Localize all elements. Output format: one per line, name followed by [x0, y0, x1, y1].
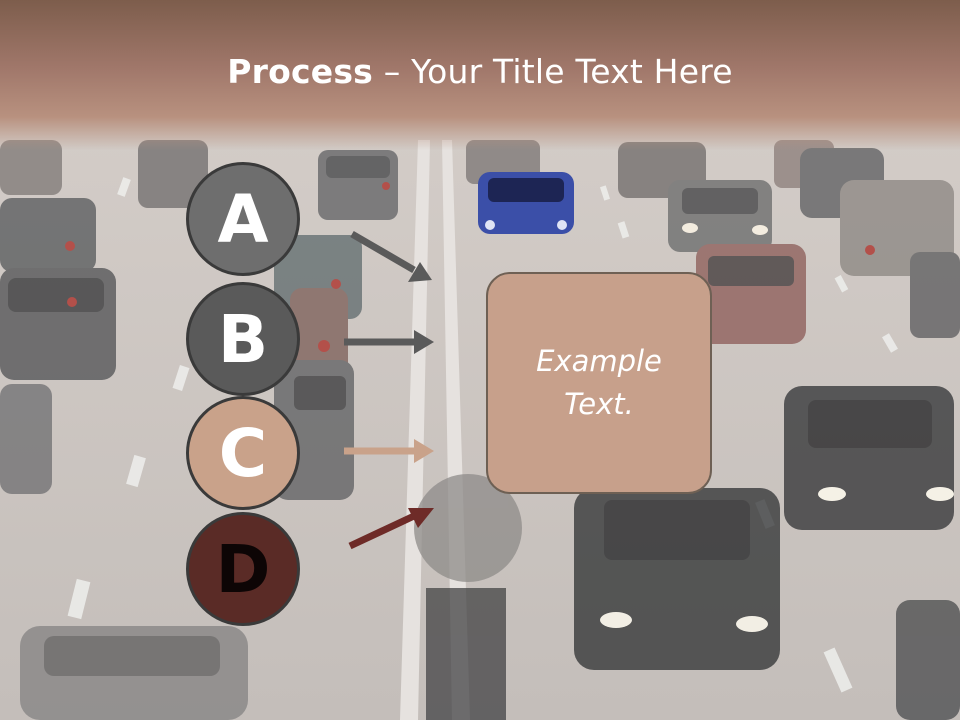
slide-title: Process – Your Title Text Here — [0, 52, 960, 91]
step-c-circle: C — [186, 396, 300, 510]
step-a-label: A — [217, 180, 269, 258]
arrow-a — [350, 230, 432, 282]
title-rest: – Your Title Text Here — [373, 52, 733, 91]
step-d-label: D — [215, 530, 271, 608]
arrow-c — [344, 439, 434, 463]
example-text: Example Text. — [536, 344, 662, 421]
example-text-box: Example Text. — [486, 272, 712, 494]
title-bold: Process — [227, 52, 374, 91]
step-b-label: B — [217, 300, 269, 378]
arrow-d — [348, 508, 434, 550]
step-d-circle: D — [186, 512, 300, 626]
step-a-circle: A — [186, 162, 300, 276]
title-band — [0, 0, 960, 150]
step-b-circle: B — [186, 282, 300, 396]
arrow-b — [344, 330, 434, 354]
step-c-label: C — [218, 414, 268, 492]
